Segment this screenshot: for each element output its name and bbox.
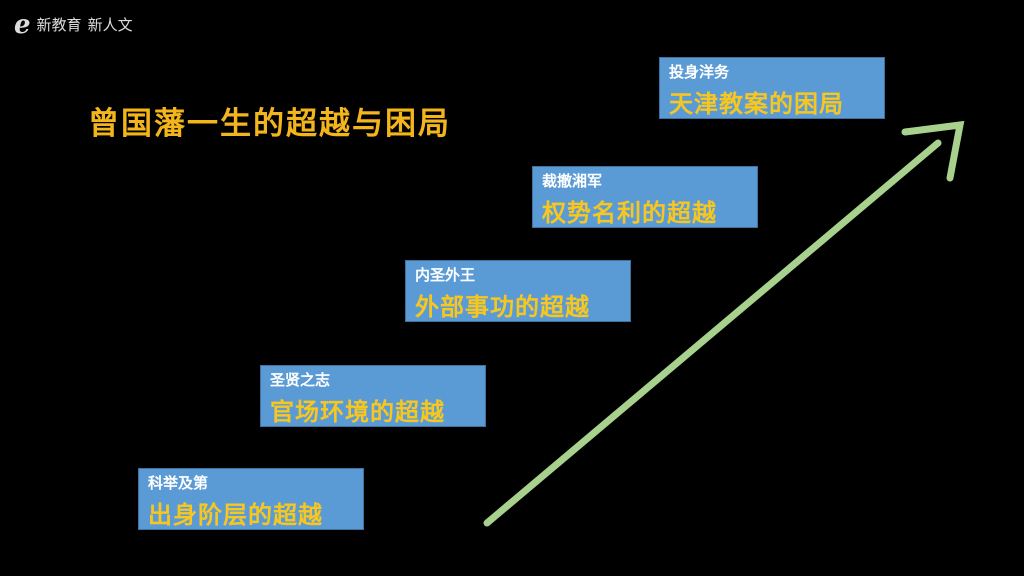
step-title: 天津教案的困局 <box>669 89 844 118</box>
step-box-4: 裁撤湘军 权势名利的超越 <box>532 166 758 228</box>
step-title: 外部事功的超越 <box>415 292 590 321</box>
step-box-3: 内圣外王 外部事功的超越 <box>405 260 631 322</box>
step-title: 出身阶层的超越 <box>148 500 323 529</box>
slide-title: 曾国藩一生的超越与困局 <box>88 106 451 142</box>
step-box-5: 投身洋务 天津教案的困局 <box>659 57 885 119</box>
logo-mark: e <box>14 9 31 40</box>
step-label: 裁撤湘军 <box>542 172 603 190</box>
step-label: 科举及第 <box>148 474 209 492</box>
step-label: 圣贤之志 <box>270 371 331 389</box>
step-box-2: 圣贤之志 官场环境的超越 <box>260 365 486 427</box>
logo: e 新教育 新人文 <box>14 9 133 40</box>
logo-text: 新教育 <box>36 16 82 34</box>
step-label: 投身洋务 <box>669 63 730 81</box>
step-title: 权势名利的超越 <box>542 198 717 227</box>
step-title: 官场环境的超越 <box>270 397 445 426</box>
step-box-1: 科举及第 出身阶层的超越 <box>138 468 364 530</box>
logo-text-2: 新人文 <box>87 16 133 34</box>
step-label: 内圣外王 <box>415 266 476 284</box>
